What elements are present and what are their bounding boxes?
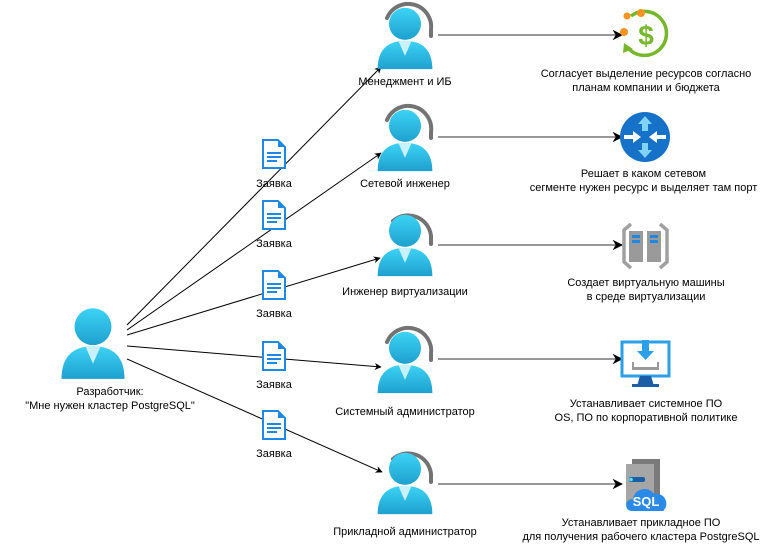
action-management: Согласует выделение ресурсов согласно пл… [515, 67, 777, 95]
developer-label-line1: Разработчик: [76, 386, 144, 398]
role-sysadmin-icon [377, 325, 434, 394]
role-label-virtualization: Инженер виртуализации [342, 286, 468, 298]
action-line1: Согласует выделение ресурсов согласно [540, 68, 752, 80]
request-document-icon [262, 341, 286, 371]
virtual-machines-icon [622, 222, 669, 270]
request-label: Заявка [256, 379, 292, 391]
action-sysadmin: Устанавливает системное ПО OS, ПО по кор… [515, 397, 777, 425]
request-label: Заявка [256, 308, 292, 320]
action-line2: сегменте нужен ресурс и выделяет там пор… [529, 182, 758, 194]
role-management-icon [377, 1, 434, 70]
tool-arrows [438, 29, 624, 490]
arrow-to-virtualization [126, 256, 381, 336]
action-line2: планам компании и бюджета [572, 82, 720, 94]
role-label-sysadmin: Системный администратор [335, 406, 475, 418]
request-label: Заявка [256, 178, 292, 190]
svg-text:$: $ [638, 20, 654, 51]
arrow-to-sysadmin [126, 345, 382, 370]
request-arrows [126, 66, 383, 473]
role-label-management: Менеджмент и ИБ [358, 76, 452, 88]
action-line1: Создает виртуальную машины [567, 277, 725, 289]
request-document-icon [262, 139, 286, 169]
network-router-icon [620, 112, 670, 162]
role-virtualization-icon [377, 213, 433, 277]
developer-person-icon [61, 308, 125, 379]
role-appadmin-icon [377, 451, 433, 515]
request-label: Заявка [256, 238, 292, 250]
action-line1: Устанавливает системное ПО [569, 398, 723, 410]
action-virtualization: Создает виртуальную машины в среде вирту… [515, 276, 777, 304]
action-appadmin: Устанавливает прикладное ПО для получени… [505, 516, 777, 544]
os-install-icon [620, 340, 671, 387]
action-line2: в среде виртуализации [586, 291, 706, 303]
cost-management-icon: $ [620, 9, 669, 58]
role-network-icon [377, 103, 434, 172]
action-line2: OS, ПО по корпоративной политике [554, 412, 738, 424]
request-document-icon [262, 270, 286, 300]
action-line1: Устанавливает прикладное ПО [561, 517, 721, 529]
developer-label: Разработчик: "Мне нужен кластер PostgreS… [10, 385, 210, 413]
action-line2: для получения рабочего кластера PostgreS… [522, 531, 760, 543]
sql-badge: SQL [633, 494, 660, 509]
action-line1: Решает в каком сетевом [580, 168, 707, 180]
arrow-to-network [126, 152, 382, 331]
developer-label-line2: "Мне нужен кластер PostgreSQL" [25, 400, 195, 412]
action-network: Решает в каком сетевом сегменте нужен ре… [510, 167, 777, 195]
arrow-to-appadmin [126, 358, 383, 473]
arrow-to-management [126, 66, 382, 326]
role-label-network: Сетевой инженер [360, 178, 450, 190]
request-label: Заявка [256, 448, 292, 460]
role-label-appadmin: Прикладной администратор [333, 526, 477, 538]
request-document-icon [262, 410, 286, 440]
sql-server-icon: SQL [626, 459, 667, 511]
request-document-icon [262, 200, 286, 230]
